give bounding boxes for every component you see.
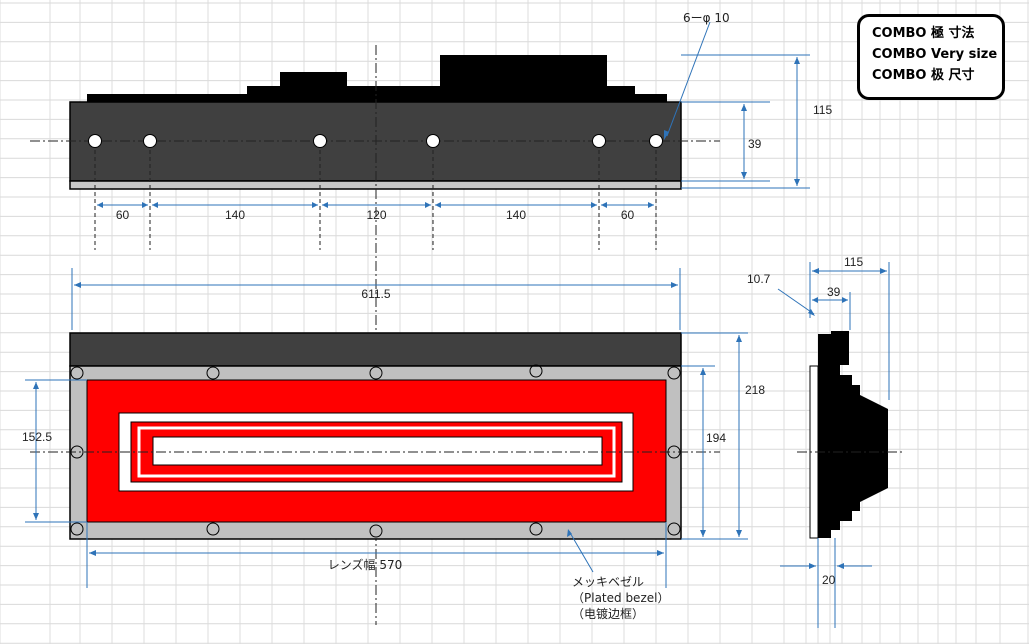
- mounting-hole: [143, 134, 157, 148]
- side-depth-total-label: 115: [844, 255, 863, 269]
- top-boss-large: [440, 55, 607, 97]
- overall-width-dimension: 611.5: [71, 268, 681, 330]
- bezel-screw: [369, 524, 383, 538]
- top-rim: [87, 94, 667, 104]
- spacing-label: 60: [621, 208, 635, 222]
- height-holes-label: 39: [748, 137, 762, 151]
- mounting-hole: [313, 134, 327, 148]
- dim-arrow: [591, 202, 597, 208]
- dim-arrow: [312, 202, 318, 208]
- bezel-screw: [369, 366, 383, 380]
- title-line-zh: COMBO 极 尺寸: [872, 68, 975, 83]
- bezel-screw: [70, 445, 84, 459]
- bezel-label-en: （Plated bezel）: [572, 591, 669, 605]
- mounting-hole: [649, 134, 663, 148]
- height-overall-label: 115: [813, 103, 832, 117]
- dim-arrow: [435, 202, 441, 208]
- bezel-screw: [667, 522, 681, 536]
- bezel-screw: [529, 364, 543, 378]
- height-bezel-label: 194: [706, 431, 726, 445]
- hole-spacing-dimensions: 60 140 120 140 60: [97, 202, 654, 222]
- side-view: 115 39 10.7 20: [747, 255, 905, 628]
- spacing-label: 140: [225, 208, 245, 222]
- lens-center-window: [152, 436, 603, 466]
- bezel-screw: [667, 445, 681, 459]
- dim-arrow: [601, 202, 607, 208]
- top-step-left: [247, 86, 443, 96]
- side-bottom-label: 20: [822, 573, 836, 587]
- top-view: 6ーφ 10 115 39 60 140 120 140 60: [30, 11, 832, 625]
- mounting-hole: [426, 134, 440, 148]
- mounting-hole: [88, 134, 102, 148]
- bezel-screw: [70, 522, 84, 536]
- side-profile: [818, 331, 888, 538]
- bezel-screw: [206, 522, 220, 536]
- height-total-label: 218: [745, 383, 765, 397]
- hole-label: 6ーφ 10: [683, 11, 730, 25]
- spacing-label: 60: [116, 208, 130, 222]
- front-housing-top: [69, 332, 682, 367]
- title-box: COMBO 極 寸法 COMBO Very size COMBO 极 尺寸: [857, 14, 1005, 100]
- lens-width-label: レンズ幅 570: [328, 557, 402, 572]
- overall-width-label: 611.5: [361, 287, 390, 301]
- mounting-hole: [592, 134, 606, 148]
- dim-arrow: [97, 202, 103, 208]
- side-depth-mid-label: 39: [827, 285, 841, 299]
- front-view: 218 194 152.5 レンズ幅 570 メッキベゼル （Plated be…: [22, 332, 765, 621]
- side-offset-label: 10.7: [747, 272, 771, 286]
- bezel-label-ja: メッキベゼル: [572, 575, 644, 589]
- bezel-screw: [206, 366, 220, 380]
- dim-arrow: [152, 202, 158, 208]
- bezel-screw: [667, 366, 681, 380]
- spacing-label: 140: [506, 208, 526, 222]
- hole-leader: [666, 21, 711, 137]
- dim-arrow: [142, 202, 148, 208]
- spacing-label: 120: [366, 208, 386, 222]
- mounting-holes: [88, 134, 663, 148]
- top-boss-small: [280, 72, 347, 88]
- top-step-right: [605, 86, 635, 96]
- dim-arrow: [322, 202, 328, 208]
- bezel-screw: [529, 522, 543, 536]
- dim-arrow: [648, 202, 654, 208]
- title-line-ja: COMBO 極 寸法: [872, 26, 975, 41]
- title-line-en: COMBO Very size: [872, 47, 998, 62]
- bezel-leader: [568, 530, 594, 573]
- bezel-label-zh: （电镀边框）: [572, 607, 644, 621]
- dim-arrow: [425, 202, 431, 208]
- offset-leader: [777, 288, 815, 315]
- height-lens-label: 152.5: [22, 430, 52, 444]
- bezel-screws: [70, 364, 681, 538]
- bezel-screw: [70, 366, 84, 380]
